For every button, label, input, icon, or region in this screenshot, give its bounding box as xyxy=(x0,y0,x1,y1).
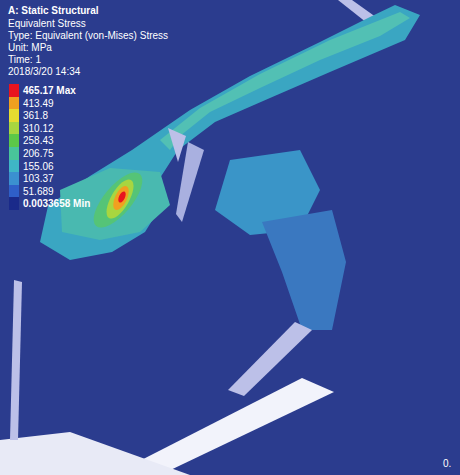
stress-band xyxy=(160,12,410,150)
legend-value: 51.689 xyxy=(23,186,54,198)
header-note: 2018/3/20 14:34 xyxy=(8,66,80,78)
legend-swatch xyxy=(9,134,19,147)
legend-value: 413.49 xyxy=(23,98,54,110)
header-note: Type: Equivalent (von-Mises) Stress xyxy=(8,30,168,42)
header-note: Time: 1 xyxy=(8,54,41,66)
legend-swatch xyxy=(9,109,19,122)
legend-swatch xyxy=(9,147,19,160)
legend-value: 361.8 xyxy=(23,110,48,122)
legend-value: 103.37 xyxy=(23,173,54,185)
legend-value: 206.75 xyxy=(23,148,54,160)
legend-value: 0.0033658 Min xyxy=(23,198,90,210)
legend-swatch xyxy=(9,172,19,185)
legend-value: 465.17 Max xyxy=(23,85,76,97)
legend-swatch xyxy=(9,160,19,173)
surface-sliver xyxy=(176,142,204,222)
legend-swatch xyxy=(9,185,19,198)
surface-sliver xyxy=(10,280,22,440)
stress-hotspot xyxy=(110,184,132,213)
legend-swatch xyxy=(9,122,19,135)
surface-sliver xyxy=(168,128,186,162)
surface-sliver xyxy=(0,432,190,475)
header-note: Equivalent Stress xyxy=(8,18,86,30)
stress-hotspot xyxy=(117,190,128,203)
legend-value: 155.06 xyxy=(23,161,54,173)
plot-title: A: Static Structural xyxy=(8,5,99,17)
stress-band xyxy=(40,5,420,260)
stress-band xyxy=(262,210,346,330)
stress-hotspot xyxy=(85,165,150,235)
legend-swatch xyxy=(9,197,19,210)
legend-value: 258.43 xyxy=(23,135,54,147)
header-note: 0. xyxy=(443,458,451,470)
legend-swatch xyxy=(9,97,19,110)
legend-value: 310.12 xyxy=(23,123,54,135)
legend-swatch xyxy=(9,84,19,97)
stress-hotspot xyxy=(101,175,139,222)
header-note: Unit: MPa xyxy=(8,42,52,54)
